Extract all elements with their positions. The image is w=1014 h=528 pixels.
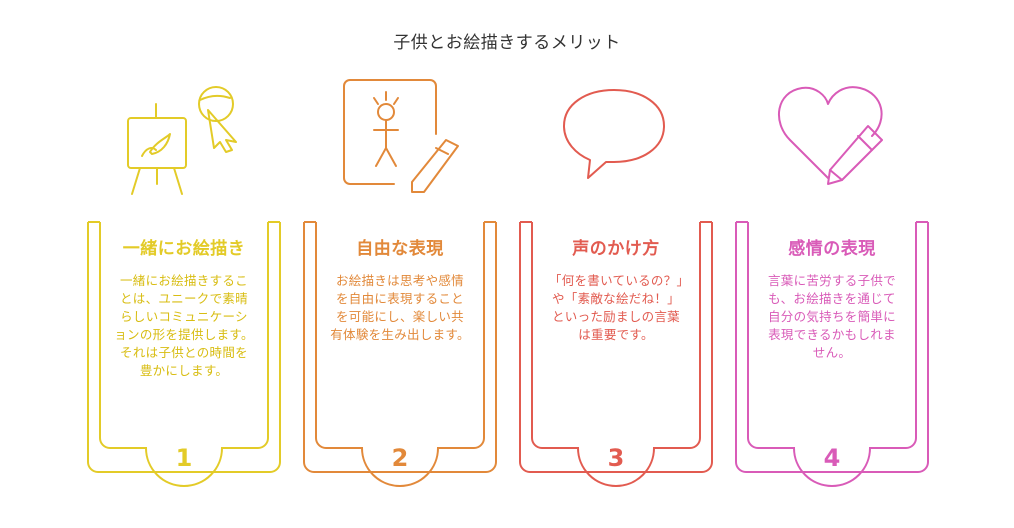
page-title: 子供とお絵描きするメリット [393, 33, 621, 53]
easel-teaching-icon [127, 86, 237, 195]
card-frame [735, 221, 929, 487]
card-title: 声のかけ方 [572, 239, 660, 259]
speech-bubble-icon [563, 89, 665, 179]
card-description: 言葉に苦労する子供でも、お絵描きを通じて自分の気持ちを簡単に表現できるかもしれま… [767, 273, 896, 360]
benefit-card-1: 一緒にお絵描き 一緒にお絵描きすることは、ユニークで素晴らしいコミュニケーション… [86, 200, 282, 510]
card-number: 2 [391, 444, 409, 472]
card-description: お絵描きは思考や感情を自由に表現することを可能にし、楽しい共有体験を生み出します… [330, 273, 470, 342]
heart-pencil-icon [777, 86, 883, 185]
drawing-pencil-icon [343, 79, 459, 193]
card-frame [519, 221, 713, 487]
benefit-card-3: 声のかけ方 「何を書いているの？」や「素敵な絵だね！」といった励ましの言葉は重要… [518, 200, 714, 510]
card-title: 一緒にお絵描き [122, 239, 246, 259]
card-description: 一緒にお絵描きすることは、ユニークで素晴らしいコミュニケーションの形を提供します… [114, 273, 254, 378]
card-frame [303, 221, 497, 487]
card-title: 自由な表現 [356, 239, 444, 259]
benefit-card-2: 自由な表現 お絵描きは思考や感情を自由に表現することを可能にし、楽しい共有体験を… [302, 200, 498, 510]
card-number: 4 [823, 444, 841, 472]
card-frame [87, 221, 281, 487]
card-number: 1 [175, 444, 193, 472]
card-title: 感情の表現 [788, 239, 876, 259]
card-number: 3 [607, 444, 625, 472]
benefit-card-4: 感情の表現 言葉に苦労する子供でも、お絵描きを通じて自分の気持ちを簡単に表現でき… [734, 200, 930, 510]
card-description: 「何を書いているの？」や「素敵な絵だね！」といった励ましの言葉は重要です。 [548, 273, 684, 342]
